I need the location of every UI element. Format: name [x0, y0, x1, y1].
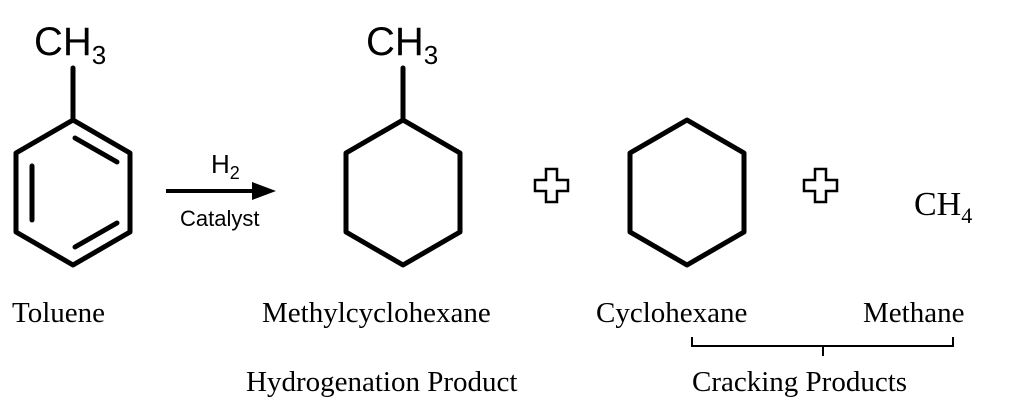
toluene-double-bond-1	[72, 135, 120, 165]
cyclohexane-label: Cyclohexane	[596, 297, 747, 329]
methylcyclohexane-methyl-label: CH3	[366, 20, 438, 70]
methylcyclohexane-label: Methylcyclohexane	[262, 297, 491, 329]
methane-formula: CH4	[914, 186, 972, 228]
methylcyclohexane-ring	[343, 117, 463, 268]
cyclohexane-structure	[627, 117, 747, 268]
arrow-head	[252, 182, 276, 200]
plus-sign-2	[802, 167, 839, 204]
methylcyclohexane-structure: CH3	[343, 20, 463, 268]
hydrogenation-product-label: Hydrogenation Product	[246, 366, 517, 398]
reaction-arrow: H2 Catalyst	[166, 149, 276, 231]
cyclohexane-ring	[627, 117, 747, 268]
arrow-condition-label: Catalyst	[180, 206, 259, 231]
toluene-label: Toluene	[12, 297, 105, 329]
bracket-line	[691, 337, 954, 347]
toluene-structure: CH3	[13, 20, 133, 268]
toluene-ring	[13, 117, 133, 268]
plus-sign-1	[533, 167, 570, 204]
toluene-double-bond-3	[72, 220, 120, 250]
cracking-products-label: Cracking Products	[692, 366, 907, 398]
methane-label: Methane	[863, 297, 964, 329]
arrow-reagent-label: H2	[211, 149, 240, 183]
toluene-methyl-label: CH3	[34, 20, 106, 70]
cracking-bracket	[691, 337, 954, 356]
